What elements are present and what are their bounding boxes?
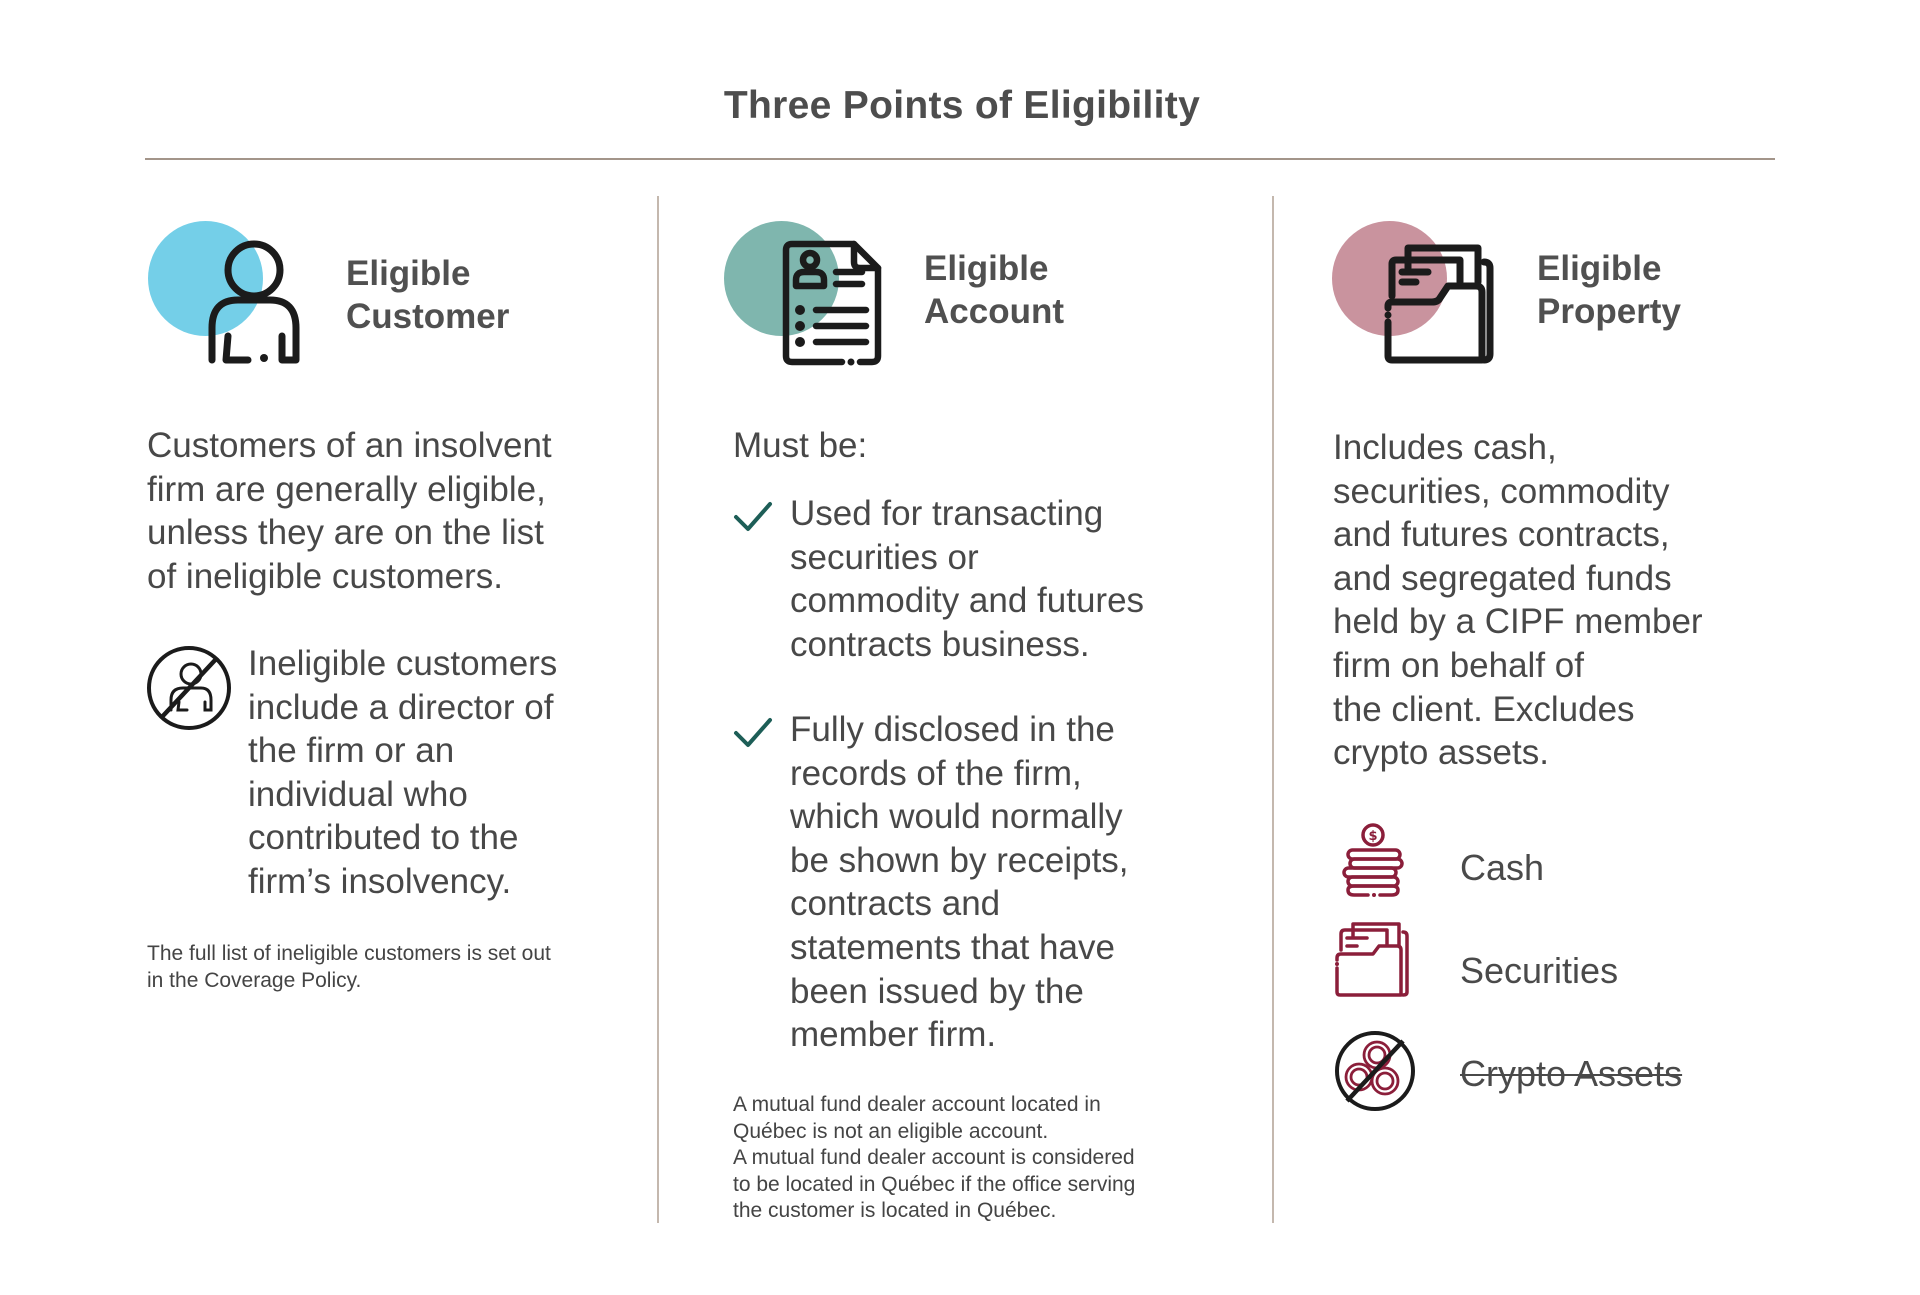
no-person-icon xyxy=(147,646,231,730)
account-heading: Eligible Account xyxy=(924,249,1064,331)
document-profile-icon xyxy=(782,240,882,366)
account-criterion-2: Fully disclosed in the records of the fi… xyxy=(790,710,1129,1055)
account-intro: Must be: xyxy=(733,426,868,465)
account-accent-circle xyxy=(724,221,839,336)
no-crypto-icon xyxy=(1335,1031,1415,1111)
check-icon xyxy=(734,502,772,531)
person-icon xyxy=(208,240,300,364)
crypto-assets-label: Crypto Assets xyxy=(1460,1053,1683,1094)
customer-description: Customers of an insolvent firm are gener… xyxy=(147,426,552,596)
ineligible-customers-text: Ineligible customers include a director … xyxy=(248,644,558,901)
coverage-policy-note: The full list of ineligible customers is… xyxy=(147,942,551,992)
column-divider-1 xyxy=(657,196,659,1223)
customer-accent-circle xyxy=(148,221,263,336)
coin-stack-icon: $ xyxy=(1342,823,1404,897)
title-divider xyxy=(145,158,1775,160)
page-title: Three Points of Eligibility xyxy=(723,84,1201,127)
quebec-note: A mutual fund dealer account located in … xyxy=(733,1093,1136,1223)
property-heading: Eligible Property xyxy=(1537,249,1681,331)
column-divider-2 xyxy=(1272,196,1274,1223)
svg-text:$: $ xyxy=(1368,829,1377,844)
check-icon xyxy=(734,718,772,747)
account-criterion-1: Used for transacting securities or commo… xyxy=(790,494,1145,664)
securities-label: Securities xyxy=(1460,950,1619,991)
customer-heading: Eligible Customer xyxy=(346,254,510,336)
folder-icon xyxy=(1384,244,1494,364)
folder-icon xyxy=(1335,922,1409,997)
cash-label: Cash xyxy=(1460,847,1545,888)
property-description: Includes cash, securities, commodity and… xyxy=(1333,428,1703,773)
